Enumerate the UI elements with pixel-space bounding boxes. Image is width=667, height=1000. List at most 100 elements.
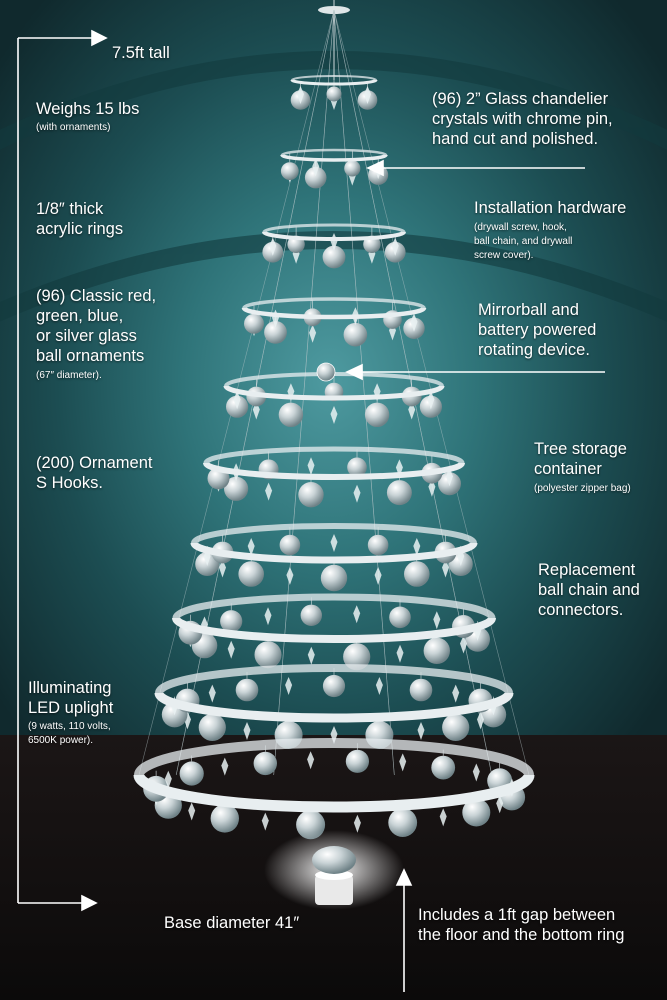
crystal <box>496 795 504 814</box>
ornament-ball <box>388 808 418 837</box>
crystal <box>442 559 449 578</box>
label-mirror-1: Mirrorball and <box>478 301 579 319</box>
ornament-ball <box>364 402 390 427</box>
crystal <box>221 757 229 776</box>
crystal <box>233 391 241 410</box>
mirrorball <box>316 362 336 382</box>
crystal <box>353 605 361 624</box>
crystal <box>287 383 295 402</box>
ornament-ball <box>344 160 361 177</box>
ornament-ball <box>431 755 456 780</box>
ornament-ball <box>278 402 304 427</box>
ring-front <box>190 541 478 564</box>
wire <box>333 9 395 776</box>
crystal <box>374 567 382 585</box>
crystal <box>396 644 404 663</box>
ornament-ball <box>220 610 243 633</box>
label-led-note-2: 6500K power). <box>28 735 94 746</box>
crystal <box>297 86 304 104</box>
ring-back <box>242 297 426 309</box>
label-gap-2: the floor and the bottom ring <box>418 926 625 944</box>
crystal <box>330 726 338 744</box>
ornament-ball <box>235 678 259 702</box>
crystal <box>391 237 399 256</box>
crystal <box>312 158 320 177</box>
crystal <box>395 459 403 478</box>
ring-back <box>262 223 406 233</box>
label-storage-1: Tree storage <box>534 440 627 458</box>
label-chain-3: connectors. <box>538 601 624 619</box>
crystal <box>285 677 293 695</box>
label-weight: Weighs 15 lbs <box>36 100 140 118</box>
ring-back <box>172 593 496 619</box>
label-acrylic-1: 1/8″ thick <box>36 200 104 218</box>
ornament-ball <box>322 245 346 269</box>
crystal <box>460 635 467 654</box>
ornament-ball <box>279 534 301 556</box>
label-acrylic-2: acrylic rings <box>36 220 124 238</box>
label-ornaments-2: green, blue, <box>36 307 124 325</box>
label-ornaments-4: ball ornaments <box>36 347 145 365</box>
ornament-ball <box>210 804 239 833</box>
crystal <box>265 482 273 501</box>
crystal <box>477 711 484 730</box>
ornament-ball <box>343 643 371 671</box>
ornament-ball <box>367 534 389 556</box>
crystal <box>219 559 226 578</box>
label-ornaments-note: (67″ diameter). <box>36 370 102 381</box>
ornament-ball <box>423 637 450 664</box>
ornament-ball <box>179 761 204 786</box>
label-storage-note: (polyester zipper bag) <box>534 483 631 494</box>
callout-lines <box>17 29 605 992</box>
ornament-ball <box>254 641 282 669</box>
crystal <box>364 86 371 104</box>
crystal <box>353 814 361 833</box>
crystal <box>269 237 277 256</box>
crystal <box>286 567 294 585</box>
ornament-ball <box>442 713 470 742</box>
label-hardware-1: Installation hardware <box>474 199 627 217</box>
ornament-ball <box>343 322 368 347</box>
ornament-ball <box>238 561 264 587</box>
label-hardware-note-3: screw cover). <box>474 250 534 261</box>
label-mirror-3: rotating device. <box>478 341 590 359</box>
led-uplight <box>264 830 404 910</box>
ornament-ball <box>409 678 433 702</box>
label-height: 7.5ft tall <box>112 44 170 62</box>
crystal <box>264 607 272 626</box>
crystal <box>353 484 361 503</box>
crystal <box>330 406 338 424</box>
crystal <box>330 534 338 552</box>
label-led-2: LED uplight <box>28 699 114 717</box>
label-hardware-note-1: (drywall screw, hook, <box>474 222 567 233</box>
crystal <box>373 383 381 402</box>
crystal <box>439 808 447 827</box>
wire <box>273 9 335 776</box>
ring-front <box>241 306 427 320</box>
label-chain-2: ball chain and <box>538 581 640 599</box>
acrylic-rings <box>133 75 535 840</box>
ornament-ball <box>322 674 346 698</box>
ornament-ball <box>404 561 430 587</box>
label-led-1: Illuminating <box>28 679 112 697</box>
ornament-ball <box>224 476 249 501</box>
ring-front <box>223 385 445 401</box>
label-led-note-1: (9 watts, 110 volts, <box>28 721 111 732</box>
ring-front <box>203 461 465 480</box>
crystal <box>433 611 441 630</box>
ornament-ball <box>300 604 322 626</box>
ornament-ball <box>198 713 226 742</box>
crystal <box>427 391 435 410</box>
crystal <box>413 538 421 556</box>
ring-front <box>290 79 378 86</box>
crystal <box>399 753 407 772</box>
ring-front <box>133 774 535 813</box>
crystal <box>201 616 208 635</box>
crystal <box>472 763 480 782</box>
crystal <box>188 802 196 821</box>
crystal <box>309 324 317 343</box>
ornament-ball <box>280 162 299 181</box>
label-storage-2: container <box>534 460 602 478</box>
crystal <box>164 770 172 789</box>
